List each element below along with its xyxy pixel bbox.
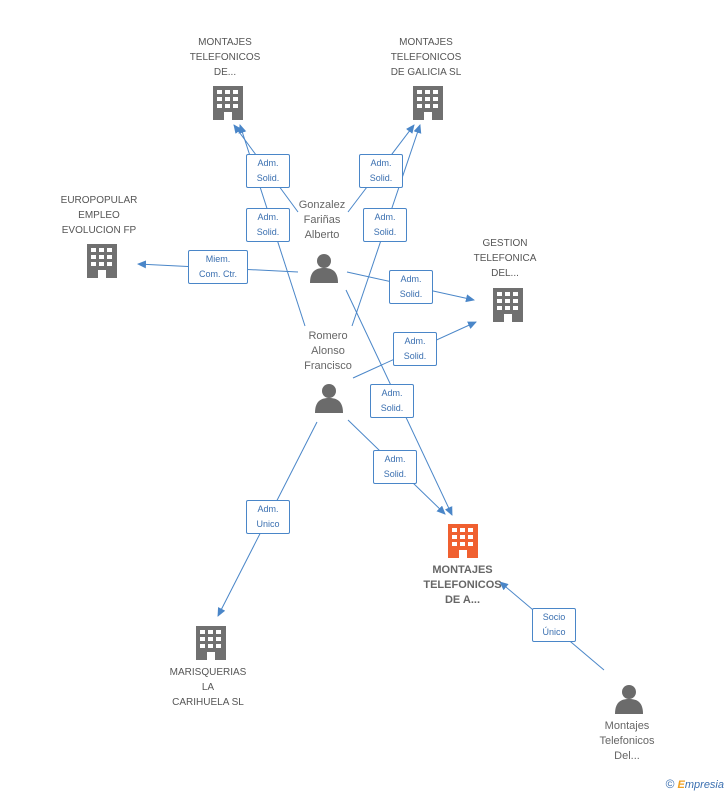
- edge-label: Adm. Solid.: [246, 208, 290, 242]
- node-label-romero[interactable]: Romero Alonso Francisco: [304, 330, 352, 372]
- node-label-main-company[interactable]: MONTAJES TELEFONICOS DE A...: [423, 564, 502, 606]
- watermark-footer: © Empresia: [666, 777, 724, 791]
- copyright-symbol: ©: [665, 777, 675, 791]
- edge-label: Adm. Solid.: [246, 154, 290, 188]
- node-label-europopular[interactable]: EUROPOPULAR EMPLEO EVOLUCION FP: [60, 195, 138, 236]
- edge-label: Adm. Solid.: [389, 270, 433, 304]
- edge-label: Socio Único: [532, 608, 576, 642]
- node-label-gonzalez[interactable]: Gonzalez Fariñas Alberto: [298, 199, 346, 241]
- person-icon: [615, 685, 643, 714]
- node-label-marisquerias[interactable]: MARISQUERIAS LA CARIHUELA SL: [169, 667, 247, 708]
- person-icon: [315, 384, 343, 413]
- building-icon: [196, 626, 226, 660]
- edge-label: Adm. Solid.: [393, 332, 437, 366]
- edge-label: Adm. Solid.: [363, 208, 407, 242]
- node-label-montajes-telefonicos-de[interactable]: MONTAJES TELEFONICOS DE...: [189, 37, 261, 78]
- building-icon: [213, 86, 243, 120]
- building-icon: [87, 244, 117, 278]
- edge-label: Adm. Solid.: [370, 384, 414, 418]
- building-icon: [493, 288, 523, 322]
- person-icon: [310, 254, 338, 283]
- edge-label: Adm. Unico: [246, 500, 290, 534]
- node-label-montajes-del[interactable]: Montajes Telefonicos Del...: [599, 720, 655, 762]
- brand-logo-initial: E: [677, 779, 685, 791]
- edge-label: Miem. Com. Ctr.: [188, 250, 248, 284]
- building-icon: [413, 86, 443, 120]
- brand-logo-text: mpresia: [684, 779, 724, 791]
- edge-label: Adm. Solid.: [373, 450, 417, 484]
- building-icon-main: [448, 524, 478, 558]
- edge-label: Adm. Solid.: [359, 154, 403, 188]
- node-label-montajes-galicia[interactable]: MONTAJES TELEFONICOS DE GALICIA SL: [390, 37, 462, 78]
- node-label-gestion[interactable]: GESTION TELEFONICA DEL...: [473, 238, 537, 279]
